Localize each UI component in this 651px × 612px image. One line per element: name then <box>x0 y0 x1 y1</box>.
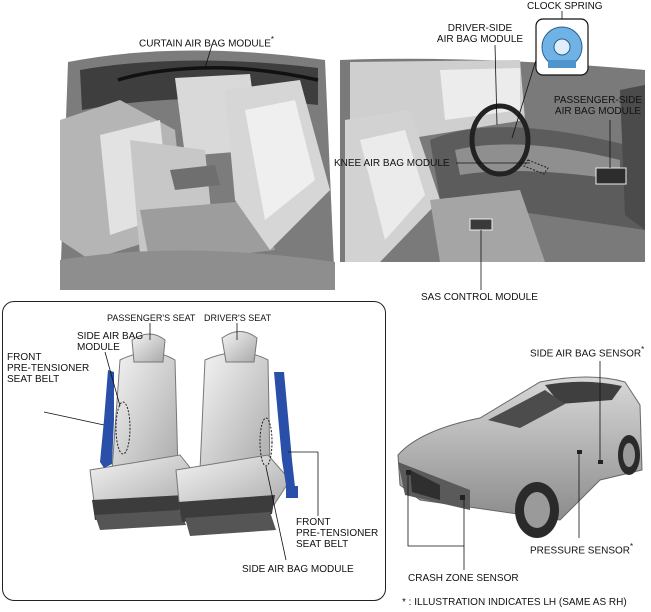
label-fpt-left-line3: SEAT BELT <box>7 374 89 385</box>
label-fpt-right-line3: SEAT BELT <box>296 539 378 550</box>
pressure-sensor <box>577 450 582 454</box>
seat-detail-panel <box>2 301 386 601</box>
label-front-pre-tensioner-right: FRONT PRE-TENSIONER SEAT BELT <box>296 517 378 550</box>
label-pressure-asterisk: * <box>630 542 633 551</box>
side-air-bag-sensor <box>598 460 603 464</box>
label-side-bag-upper-line1: SIDE AIR BAG <box>77 331 143 342</box>
label-fpt-left-line2: PRE-TENSIONER <box>7 363 89 374</box>
label-clock-spring: CLOCK SPRING <box>527 1 603 12</box>
clock-spring-detail <box>536 19 588 75</box>
label-curtain-text: CURTAIN AIR BAG MODULE <box>139 38 271 49</box>
label-passenger-side-line2: AIR BAG MODULE <box>548 106 648 117</box>
crash-zone-sensor-right <box>460 495 465 500</box>
label-crash-zone-sensor: CRASH ZONE SENSOR <box>408 573 519 584</box>
label-side-sensor-text: SIDE AIR BAG SENSOR <box>530 348 641 359</box>
sas-control-module <box>470 219 492 230</box>
label-driver-side-air-bag-module: DRIVER-SIDE AIR BAG MODULE <box>430 23 530 45</box>
label-sas-control-module: SAS CONTROL MODULE <box>421 292 538 303</box>
rear-cabin-illustration <box>60 50 335 290</box>
label-pressure-text: PRESSURE SENSOR <box>530 545 630 556</box>
label-driver-side-line1: DRIVER-SIDE <box>430 23 530 34</box>
label-drivers-seat: DRIVER'S SEAT <box>204 313 271 324</box>
label-fpt-right-line2: PRE-TENSIONER <box>296 528 378 539</box>
label-side-air-bag-module-lower: SIDE AIR BAG MODULE <box>242 564 354 575</box>
exterior-vehicle-illustration <box>398 377 642 538</box>
crash-zone-sensor-left <box>406 470 411 475</box>
footnote: * : ILLUSTRATION INDICATES LH (SAME AS R… <box>402 597 627 608</box>
label-curtain-air-bag-module: CURTAIN AIR BAG MODULE* <box>139 34 274 49</box>
label-side-air-bag-module-upper: SIDE AIR BAG MODULE <box>77 331 143 353</box>
label-fpt-left-line1: FRONT <box>7 352 89 363</box>
label-knee-air-bag-module: KNEE AIR BAG MODULE <box>334 158 450 169</box>
passenger-side-air-bag-module <box>596 168 626 184</box>
label-driver-side-line2: AIR BAG MODULE <box>430 34 530 45</box>
label-side-sensor-asterisk: * <box>641 345 644 354</box>
label-fpt-right-line1: FRONT <box>296 517 378 528</box>
label-passengers-seat: PASSENGER'S SEAT <box>107 313 195 324</box>
label-side-air-bag-sensor: SIDE AIR BAG SENSOR* <box>530 344 644 359</box>
label-front-pre-tensioner-left: FRONT PRE-TENSIONER SEAT BELT <box>7 352 89 385</box>
label-passenger-side-air-bag-module: PASSENGER-SIDE AIR BAG MODULE <box>548 95 648 117</box>
label-curtain-asterisk: * <box>271 35 274 44</box>
label-pressure-sensor: PRESSURE SENSOR* <box>530 541 633 556</box>
label-passenger-side-line1: PASSENGER-SIDE <box>548 95 648 106</box>
